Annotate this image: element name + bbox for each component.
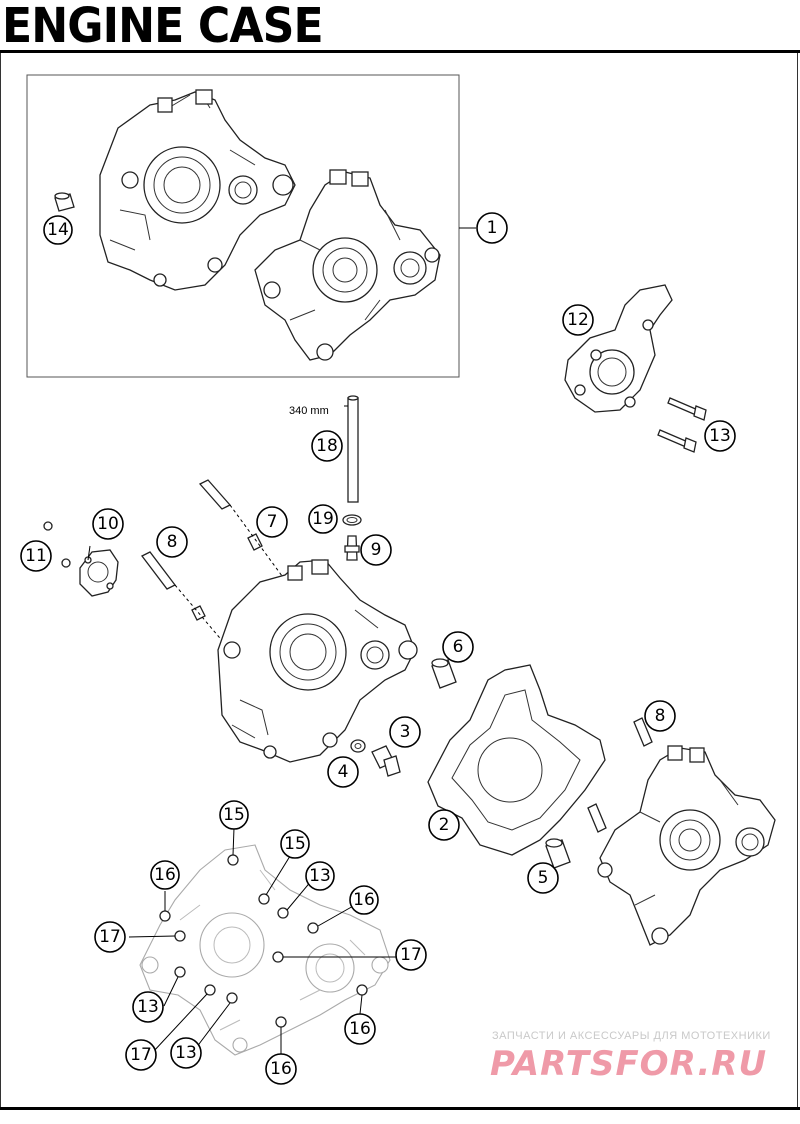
watermark-tagline: ЗАПЧАСТИ И АКСЕССУАРЫ ДЛЯ МОТОТЕХНИКИ (492, 1030, 771, 1042)
callout-8-left: 8 (156, 526, 188, 558)
nipple-9 (344, 535, 360, 561)
callout-2: 2 (428, 809, 460, 841)
svg-text:8: 8 (655, 706, 666, 726)
callout-16-bottom-right: 16 (344, 1013, 376, 1045)
svg-text:16: 16 (154, 865, 176, 885)
callout-7: 7 (256, 506, 288, 538)
svg-text:16: 16 (353, 890, 375, 910)
svg-text:10: 10 (97, 514, 119, 534)
callout-19: 19 (308, 504, 338, 534)
svg-text:13: 13 (137, 997, 159, 1017)
callout-6: 6 (442, 631, 474, 663)
callout-13-mid: 13 (305, 861, 335, 891)
callout-1: 1 (476, 212, 508, 244)
svg-text:17: 17 (130, 1045, 152, 1065)
drain-plug-3 (371, 745, 401, 777)
dimension-label: 340 mm (289, 405, 329, 417)
svg-text:8: 8 (167, 532, 178, 552)
svg-text:6: 6 (453, 637, 464, 657)
bearing-5 (545, 838, 571, 869)
callout-18: 18 (311, 430, 343, 462)
svg-text:17: 17 (99, 927, 121, 947)
svg-text:13: 13 (309, 866, 331, 886)
svg-text:16: 16 (349, 1019, 371, 1039)
svg-text:15: 15 (223, 805, 245, 825)
svg-text:16: 16 (270, 1059, 292, 1079)
cover-fasteners (159, 854, 368, 1028)
svg-text:17: 17 (400, 945, 422, 965)
svg-text:13: 13 (175, 1043, 197, 1063)
callout-14: 14 (43, 215, 73, 245)
screws-11 (43, 521, 71, 568)
callout-5: 5 (527, 862, 559, 894)
washer-4 (350, 739, 366, 753)
svg-text:3: 3 (400, 722, 411, 742)
stud-8-right (587, 717, 653, 833)
gasket-2 (427, 664, 606, 856)
bolts-13 (657, 397, 707, 453)
svg-text:19: 19 (312, 509, 334, 529)
callout-16-right: 16 (349, 885, 379, 915)
bracket-12 (564, 284, 673, 413)
bottom-rule (0, 1107, 800, 1110)
callout-9: 9 (360, 534, 392, 566)
tube-18 (347, 395, 359, 503)
callout-3: 3 (389, 716, 421, 748)
callout-16-left: 16 (150, 860, 180, 890)
svg-text:12: 12 (567, 310, 589, 330)
callout-17-bottom: 17 (125, 1039, 157, 1071)
svg-text:15: 15 (284, 834, 306, 854)
callout-8-right: 8 (644, 700, 676, 732)
crankcase-left-half (99, 89, 296, 291)
callout-13-left: 13 (132, 991, 164, 1023)
title-rule (0, 50, 800, 53)
diagram-frame (0, 53, 798, 1107)
svg-text:9: 9 (371, 540, 382, 560)
callout-11: 11 (20, 540, 52, 572)
callout-17-right: 17 (395, 939, 427, 971)
crankcase-right-half (254, 169, 441, 361)
callout-16-bottom: 16 (265, 1053, 297, 1085)
callout-4: 4 (327, 756, 359, 788)
inner-cover-faint (139, 844, 391, 1056)
callout-17-left: 17 (94, 921, 126, 953)
crankcase-left-center (217, 559, 418, 763)
clamp-19 (342, 514, 362, 526)
svg-text:2: 2 (439, 815, 450, 835)
callout-15-mid: 15 (280, 829, 310, 859)
callout-12: 12 (562, 304, 594, 336)
page-title: ENGINE CASE (2, 0, 324, 54)
svg-text:5: 5 (538, 868, 549, 888)
bearing-6 (431, 658, 457, 689)
svg-text:13: 13 (709, 426, 731, 446)
cover-10 (79, 549, 119, 597)
studs-7 (198, 479, 263, 551)
svg-text:14: 14 (47, 220, 69, 240)
watermark-logo: PARTSFOR.RU (490, 1044, 768, 1084)
svg-text:1: 1 (487, 218, 498, 238)
svg-text:11: 11 (25, 546, 47, 566)
callout-13-bottom: 13 (170, 1037, 202, 1069)
callout-13-top: 13 (704, 420, 736, 452)
svg-text:18: 18 (316, 436, 338, 456)
dowel-pin-14 (54, 192, 75, 212)
callout-15-top: 15 (219, 800, 249, 830)
svg-text:7: 7 (267, 512, 278, 532)
engine-case-group-box (26, 74, 460, 378)
callout-10: 10 (92, 508, 124, 540)
svg-text:4: 4 (338, 762, 349, 782)
crankcase-right-lower (597, 745, 776, 946)
